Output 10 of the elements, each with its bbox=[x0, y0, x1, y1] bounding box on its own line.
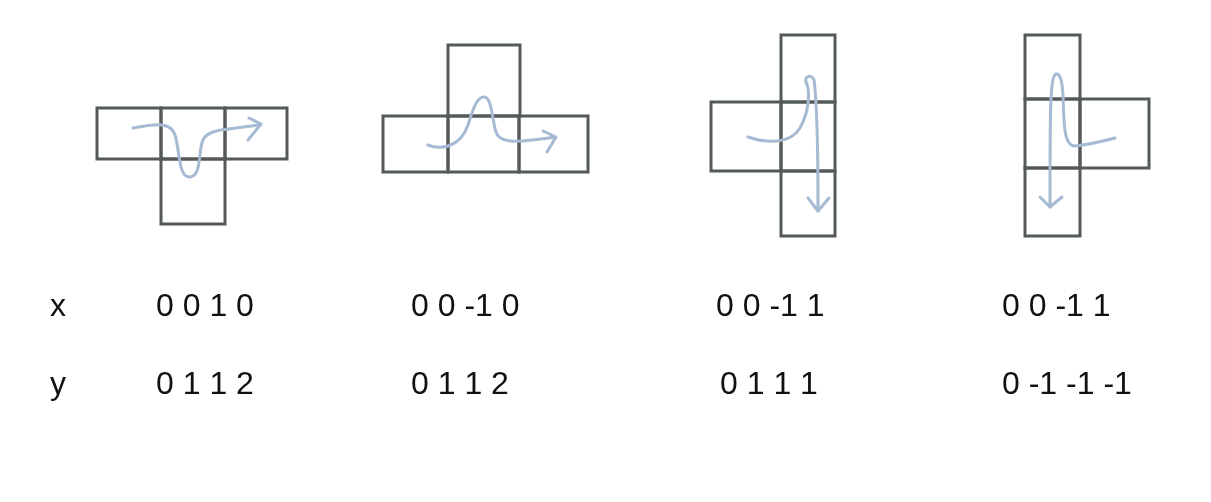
row-label: y bbox=[50, 367, 66, 399]
coordinate-values: 0 1 1 2 bbox=[411, 367, 509, 399]
coordinate-values: 0 1 1 1 bbox=[720, 367, 818, 399]
coordinate-values: 0 0 1 0 bbox=[156, 289, 254, 321]
coordinate-values: 0 1 1 2 bbox=[156, 367, 254, 399]
coordinate-values: 0 -1 -1 -1 bbox=[1002, 367, 1132, 399]
row-label: x bbox=[50, 289, 66, 321]
coordinate-values: 0 0 -1 1 bbox=[716, 289, 825, 321]
coordinate-values: 0 0 -1 0 bbox=[411, 289, 520, 321]
coordinate-values: 0 0 -1 1 bbox=[1002, 289, 1111, 321]
